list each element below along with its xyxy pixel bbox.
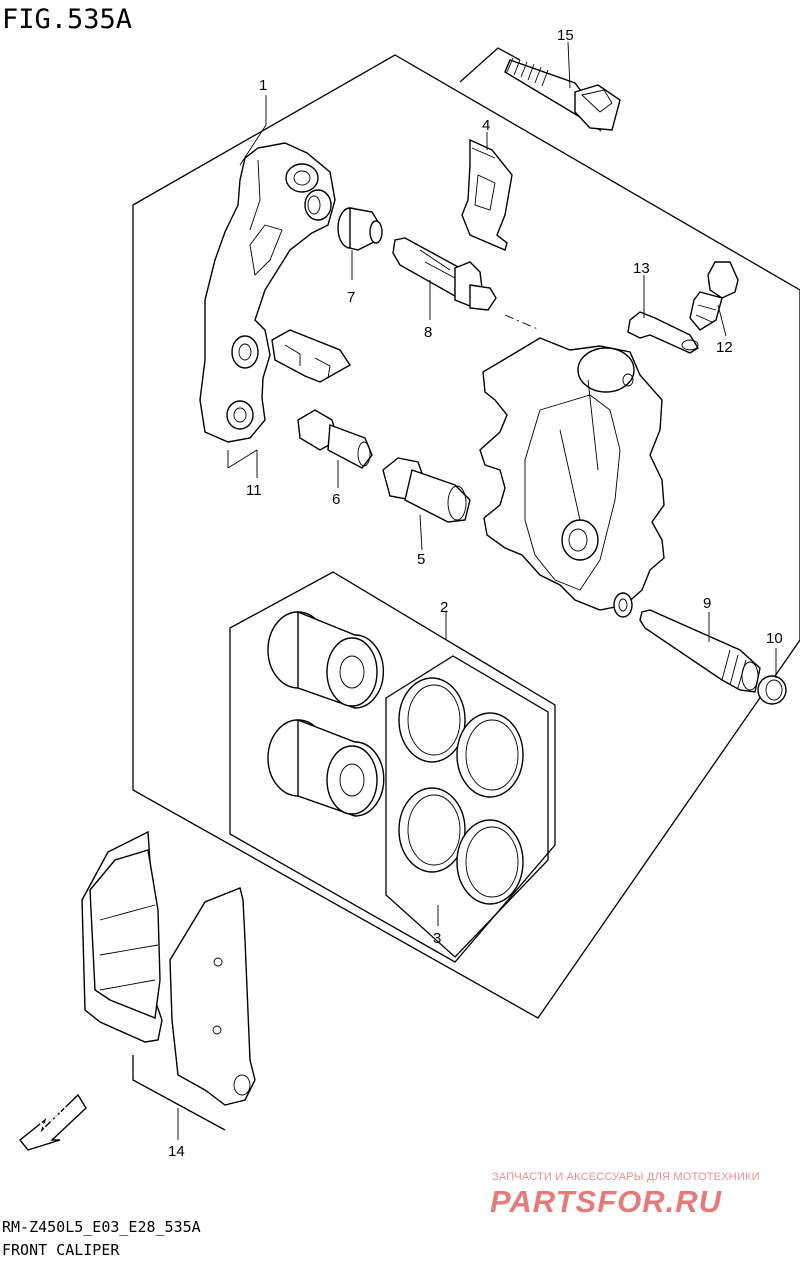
watermark-subtitle: ЗАПЧАСТИ И АКСЕССУАРЫ ДЛЯ МОТОТЕХНИКИ bbox=[492, 1171, 760, 1183]
callout-6: 6 bbox=[332, 491, 340, 508]
bolt-guide-line bbox=[459, 47, 521, 83]
piston-seal-frame bbox=[229, 571, 556, 963]
seal-part-3-top-right bbox=[456, 712, 524, 798]
pin-part-5 bbox=[382, 457, 471, 523]
cap-part-10 bbox=[757, 675, 787, 705]
callout-3: 3 bbox=[433, 930, 441, 947]
figure-title: FIG.535A bbox=[2, 4, 133, 35]
bleeder-cap-part-13 bbox=[627, 311, 699, 354]
callout-1: 1 bbox=[259, 77, 267, 94]
assembly-frame bbox=[132, 54, 800, 1019]
figure-name: FRONT CALIPER bbox=[2, 1241, 120, 1259]
bolt-part-15 bbox=[504, 57, 621, 132]
bracket-part-1 bbox=[199, 142, 336, 443]
brake-pad-part-14-right bbox=[169, 887, 256, 1106]
figure-code: RM-Z450L5_E03_E28_535A bbox=[2, 1218, 201, 1236]
seal-part-3-top-left bbox=[398, 677, 466, 763]
callout-10: 10 bbox=[766, 630, 783, 647]
callout-12: 12 bbox=[716, 339, 733, 356]
callout-13: 13 bbox=[633, 260, 650, 277]
seal-part-3-bottom-right bbox=[456, 819, 524, 905]
seal-part-3-bottom-left bbox=[398, 787, 466, 873]
pin-part-6 bbox=[297, 409, 373, 469]
brake-pad-part-14-left bbox=[81, 830, 163, 1043]
callout-4: 4 bbox=[482, 117, 490, 134]
callout-15: 15 bbox=[557, 27, 574, 44]
forward-direction-arrow: FWD bbox=[19, 1093, 87, 1151]
watermark-logo: PARTSFOR.RU bbox=[490, 1184, 723, 1219]
bleeder-valve-part-12 bbox=[689, 261, 739, 331]
leader-lines bbox=[177, 41, 777, 1140]
pin-8-leader bbox=[504, 314, 541, 331]
callout-5: 5 bbox=[417, 551, 425, 568]
callout-11: 11 bbox=[246, 482, 262, 499]
callout-9: 9 bbox=[703, 595, 711, 612]
pad-retainer-part-4 bbox=[461, 138, 513, 251]
piston-part-2-lower bbox=[267, 718, 385, 817]
pad-spring-part-11 bbox=[271, 329, 351, 383]
caliper-body bbox=[479, 337, 665, 618]
callout-14: 14 bbox=[168, 1143, 185, 1160]
pad-bracket-line bbox=[132, 1055, 226, 1131]
seal-box bbox=[385, 655, 549, 958]
callout-2: 2 bbox=[440, 599, 448, 616]
pin-part-9 bbox=[639, 609, 761, 693]
callout-8: 8 bbox=[424, 324, 432, 341]
boot-part-7 bbox=[337, 207, 383, 251]
callout-7: 7 bbox=[347, 289, 355, 306]
pin-part-8 bbox=[392, 237, 497, 311]
svg-text:PARTSFOR.RU: PARTSFOR.RU bbox=[490, 1184, 723, 1219]
piston-part-2-upper bbox=[267, 610, 385, 709]
